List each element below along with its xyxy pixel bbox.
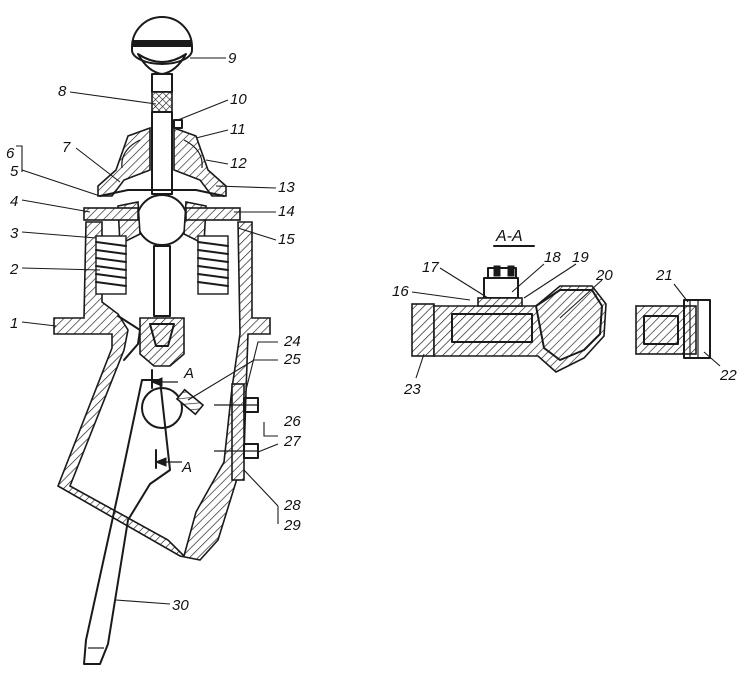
callout-7: 7 (62, 139, 71, 156)
callout-22: 22 (719, 367, 737, 384)
callout-10: 10 (230, 91, 247, 108)
knob (131, 16, 193, 75)
lower-rod (153, 245, 171, 317)
callout-8: 8 (58, 83, 67, 100)
section-body (433, 285, 607, 373)
callout-1: 1 (10, 315, 18, 332)
leader-lines (16, 57, 721, 605)
spring-right (197, 235, 229, 295)
callout-11: 11 (230, 121, 246, 138)
callout-6: 6 (6, 145, 15, 162)
rod-socket (139, 317, 185, 367)
callout-19: 19 (572, 249, 589, 266)
spring-left (95, 235, 127, 295)
callout-30: 30 (172, 597, 189, 614)
callout-21: 21 (655, 267, 673, 284)
callout-17: 17 (422, 259, 439, 276)
callout-25: 25 (283, 351, 301, 368)
top-nut-lugs (487, 267, 517, 279)
bolt-lower (214, 443, 259, 459)
callout-27: 27 (283, 433, 301, 450)
lever-arm (83, 379, 171, 665)
callout-13: 13 (278, 179, 295, 196)
cover-plate (231, 383, 245, 481)
rubber-boot (97, 126, 227, 197)
callout-9: 9 (228, 50, 237, 67)
callout-4: 4 (10, 193, 18, 210)
ball-joint (136, 194, 188, 246)
callout-12: 12 (230, 155, 247, 172)
callout-23: 23 (403, 381, 421, 398)
callout-18: 18 (544, 249, 561, 266)
top-plate-left (83, 207, 139, 221)
right-fitting (635, 299, 711, 359)
housing (53, 221, 271, 561)
callout-14: 14 (278, 203, 295, 220)
pivot-shaft (141, 387, 183, 429)
callout-5: 5 (10, 163, 19, 180)
section-a-a: A-A (411, 228, 711, 373)
main-assembly: A A (53, 16, 271, 665)
callout-26: 26 (283, 413, 301, 430)
end-cap (411, 303, 435, 357)
callout-15: 15 (278, 231, 295, 248)
callout-20: 20 (595, 267, 613, 284)
callout-29: 29 (283, 517, 301, 534)
top-plate-right (185, 207, 241, 221)
callout-16: 16 (392, 283, 409, 300)
callout-3: 3 (10, 225, 19, 242)
callout-24: 24 (283, 333, 301, 350)
callout-28: 28 (283, 497, 301, 514)
cut-label-upper: A (183, 365, 194, 382)
clamp-bolt (175, 388, 205, 416)
cut-label-lower: A (181, 459, 192, 476)
callout-2: 2 (9, 261, 19, 278)
bolt-upper (214, 397, 259, 413)
top-nut (483, 277, 519, 299)
section-cut-lower: A (154, 449, 192, 476)
section-title: A-A (495, 228, 523, 245)
section-cut-upper: A (150, 365, 194, 389)
callout-labels: 1 2 3 4 5 6 7 8 9 10 11 12 13 14 15 16 1… (6, 50, 737, 614)
